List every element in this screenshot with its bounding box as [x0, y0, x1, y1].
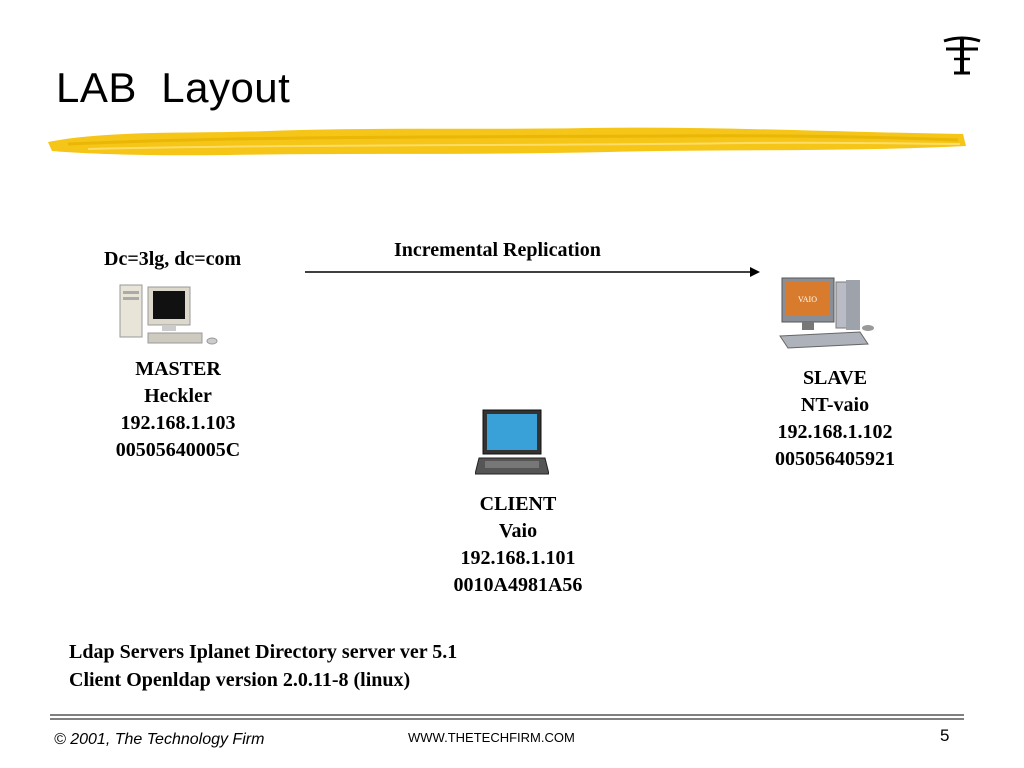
- replication-arrow: [305, 267, 760, 277]
- master-hostname: Heckler: [144, 385, 212, 407]
- slave-hostname: NT-vaio: [800, 394, 870, 416]
- svg-text:VAIO: VAIO: [798, 295, 817, 304]
- replication-label: Incremental Replication: [394, 239, 601, 261]
- master-role: MASTER: [135, 358, 221, 380]
- page-number: 5: [940, 726, 950, 745]
- client-role: CLIENT: [479, 493, 557, 515]
- tf-logo-icon: [943, 36, 981, 75]
- client-hostname: Vaio: [498, 520, 538, 542]
- slave-desktop-computer-icon: VAIO: [779, 277, 874, 349]
- master-mac: 00505640005C: [115, 439, 241, 461]
- client-mac: 0010A4981A56: [453, 574, 583, 596]
- slave-ip: 192.168.1.102: [777, 421, 893, 443]
- master-ip: 192.168.1.103: [120, 412, 236, 434]
- master-desktop-computer-icon: [119, 284, 218, 345]
- client-node-info: CLIENT Vaio 192.168.1.101 0010A4981A56: [428, 491, 608, 599]
- slave-role: SLAVE: [802, 367, 868, 389]
- client-ip: 192.168.1.101: [460, 547, 576, 569]
- notes-line: Client Openldap version 2.0.11-8 (linux): [69, 669, 411, 691]
- footer-copyright: © 2001, The Technology Firm: [54, 731, 265, 748]
- client-laptop-icon: [475, 409, 549, 475]
- footer-divider: [50, 714, 964, 720]
- brush-stroke-divider: [48, 127, 966, 156]
- domain-label: Dc=3lg, dc=com: [104, 248, 242, 270]
- master-node-info: MASTER Heckler 192.168.1.103 00505640005…: [88, 356, 268, 464]
- server-notes: Ldap Servers Iplanet Directory server ve…: [69, 638, 457, 694]
- slave-mac: 005056405921: [775, 448, 895, 470]
- slide-title: LAB Layout: [56, 64, 291, 111]
- footer-website: WWW.THETECHFIRM.COM: [408, 730, 575, 745]
- slave-node-info: SLAVE NT-vaio 192.168.1.102 005056405921: [745, 365, 925, 473]
- notes-line: Ldap Servers Iplanet Directory server ve…: [69, 641, 458, 663]
